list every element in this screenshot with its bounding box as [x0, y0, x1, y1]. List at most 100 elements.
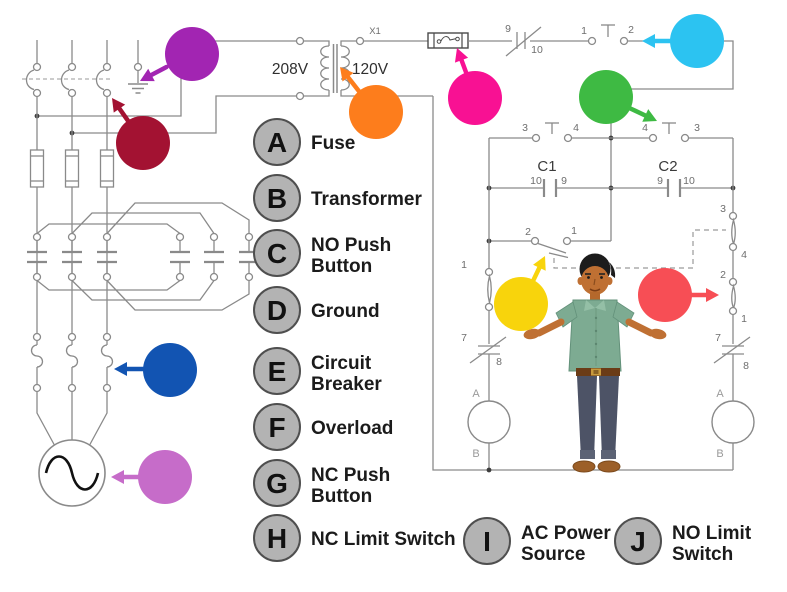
terminal-number: 2 [628, 24, 634, 36]
limit-switch-left: 1 [461, 259, 494, 312]
terminal-number: 4 [573, 122, 579, 134]
legend-label: Breaker [311, 374, 382, 395]
left-rail: 1 7 8 A B [461, 138, 511, 470]
fuses-three-phase [29, 149, 115, 188]
limit-switch-right-lower: 2 1 [720, 269, 747, 325]
marker-cyan-circle[interactable] [670, 14, 724, 68]
marker-red-circle[interactable] [638, 268, 692, 322]
darkred-arrow [112, 98, 131, 124]
marker-pink-circle[interactable] [448, 71, 502, 125]
secondary-voltage-label: 120V [352, 61, 389, 78]
forearm-left [535, 318, 565, 337]
answer-markers [111, 14, 724, 504]
legend-label: Switch [672, 544, 733, 565]
hand-left [523, 328, 541, 340]
ground-symbol [128, 40, 148, 94]
overload-heaters [30, 332, 114, 393]
mechanical-link-dashed [553, 229, 726, 269]
legend-item-j: J NO Limit Switch [614, 517, 752, 565]
legend-letter: D [267, 295, 287, 326]
marker-orange-circle[interactable] [349, 85, 403, 139]
legend-item-g: G NC Push Button [253, 459, 390, 507]
marker-darkred-circle[interactable] [116, 116, 170, 170]
legend-label: Source [521, 544, 585, 565]
coil-terminal-label: B [472, 448, 479, 460]
terminal-number: 8 [743, 360, 749, 372]
terminal-number: 2 [525, 226, 531, 238]
contactor-pole [170, 232, 190, 282]
coil-terminal-label: A [472, 388, 480, 400]
terminal-number: 9 [561, 175, 567, 187]
orange-arrow [340, 67, 361, 93]
red-arrow [689, 288, 719, 302]
primary-voltage-label: 208V [272, 61, 309, 78]
marker-purple-circle[interactable] [165, 27, 219, 81]
overload-nc-contact-top: 9 10 [505, 23, 543, 57]
right-rail: 3 4 2 1 7 8 A B [711, 138, 755, 470]
eye [600, 276, 603, 279]
marker-green-circle[interactable] [579, 70, 633, 124]
control-circuit: 9 10 1 2 3 4 4 3 [363, 23, 755, 473]
return-wire [432, 96, 733, 471]
orchid-arrow [111, 470, 141, 484]
pant-leg-right [599, 376, 619, 459]
sine-wave-icon [44, 455, 100, 491]
terminal-number: 10 [530, 175, 542, 187]
forearm-right [625, 318, 655, 337]
ac-motor-source [36, 391, 108, 507]
terminal-number: 4 [741, 249, 747, 261]
legend-item-e: E Circuit Breaker [253, 347, 382, 395]
legend-label: NO Limit [672, 523, 752, 544]
terminal-number: 4 [642, 122, 648, 134]
fuse-cartridge [99, 149, 115, 188]
legend-item-d: D Ground [253, 286, 380, 334]
terminal-number: 3 [694, 122, 700, 134]
fuse-cartridge [64, 149, 80, 188]
terminal-number: 3 [720, 203, 726, 215]
shirt [568, 299, 622, 372]
shoe-left [572, 460, 596, 473]
contactor-pole [204, 232, 224, 282]
terminal-number: 10 [531, 44, 543, 56]
legend-label: NC Limit Switch [311, 529, 456, 550]
legend-item-a: A Fuse [253, 118, 355, 166]
legend-label: Button [311, 486, 372, 507]
legend-letter: I [483, 526, 491, 557]
marker-blue-circle[interactable] [143, 343, 197, 397]
fuse-cartridge [29, 149, 45, 188]
cyan-arrow [642, 34, 673, 48]
contactor-pole [97, 232, 117, 282]
marker-orchid-circle[interactable] [138, 450, 192, 504]
x1-terminal-label: X1 [369, 26, 381, 37]
rung-push-buttons: 3 4 4 3 [489, 122, 733, 143]
terminal-number: 2 [720, 269, 726, 281]
terminal-number: 7 [461, 332, 467, 344]
overload-element [100, 332, 114, 393]
coil-right: A B [711, 388, 755, 460]
legend-label: NC Push [311, 465, 390, 486]
terminal-number: 3 [522, 122, 528, 134]
legend-label: Fuse [311, 133, 355, 154]
terminal-number: 10 [683, 175, 695, 187]
legend-letter: G [266, 468, 288, 499]
rung-selector-switch: 2 1 [486, 225, 611, 259]
blue-arrow [114, 362, 146, 376]
yellow-arrow [531, 256, 546, 282]
person-illustration [523, 253, 667, 473]
terminal-number: 1 [571, 225, 577, 237]
legend-item-b: B Transformer [253, 174, 422, 222]
contactor-c1-label: C1 [537, 158, 556, 175]
marker-yellow-circle[interactable] [494, 277, 548, 331]
breaker-pole-1 [25, 40, 42, 98]
transformer: 208V 120V X1 [272, 26, 433, 101]
contactor-c2-label: C2 [658, 158, 677, 175]
terminal-number: 9 [505, 23, 511, 35]
eye [587, 276, 590, 279]
legend-item-i: I AC Power Source [463, 517, 611, 565]
legend-item-f: F Overload [253, 403, 393, 451]
terminal-number: 9 [657, 175, 663, 187]
legend-label: Ground [311, 301, 380, 322]
green-arrow [627, 105, 657, 122]
